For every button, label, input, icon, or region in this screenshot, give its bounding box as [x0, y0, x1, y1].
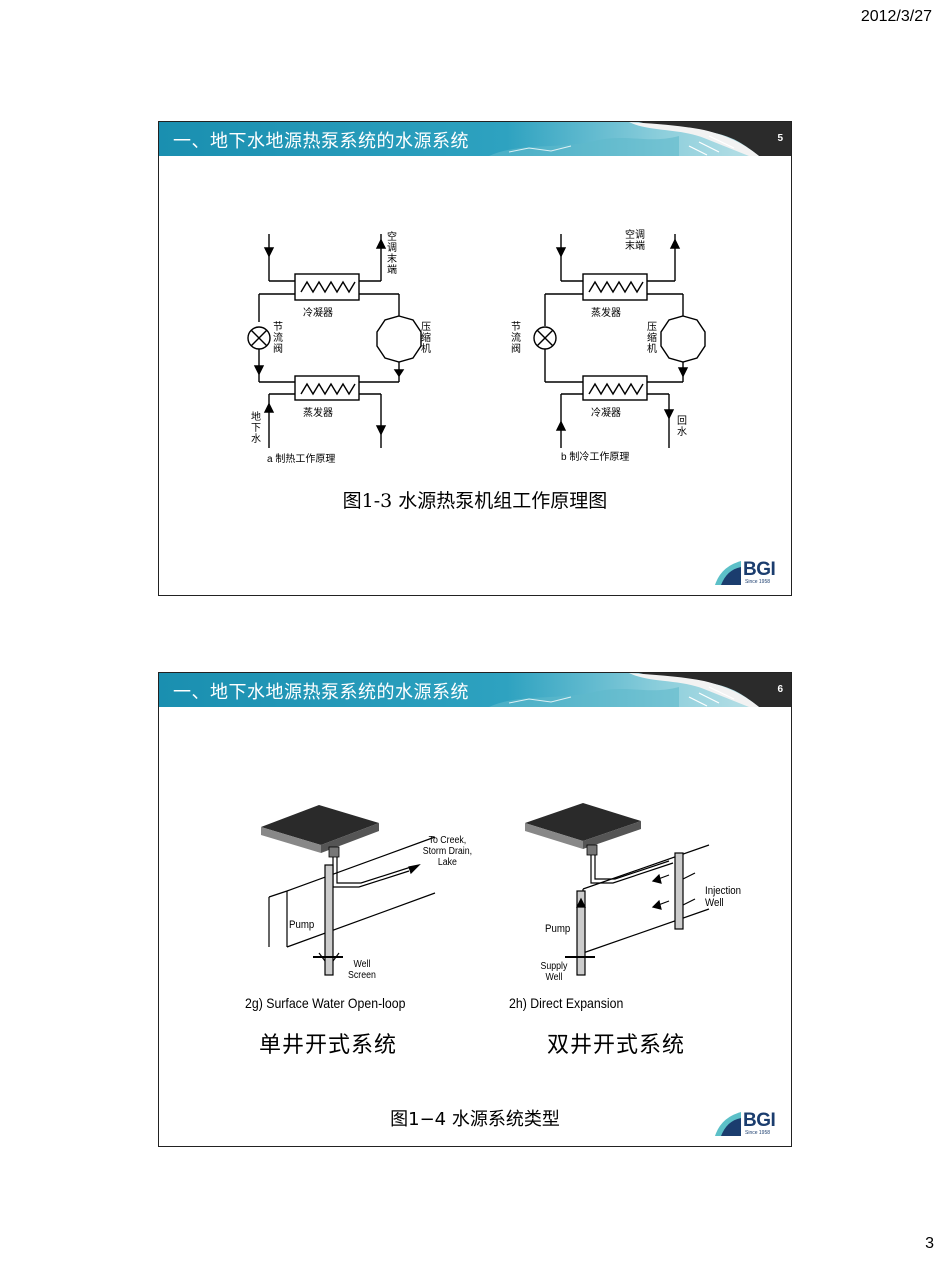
- cooling-caption: b 制冷工作原理: [561, 452, 630, 463]
- figure-caption: 图1-3 水源热泵机组工作原理图: [342, 490, 608, 512]
- well-screen-label: Well Screen: [348, 959, 376, 981]
- slide-5: 一、地下水地源热泵系统的水源系统 5: [158, 121, 792, 596]
- ac-terminal-label: 空调末端: [387, 232, 397, 276]
- logo-swoosh-icon: [715, 1112, 741, 1136]
- injection-well-label: Injection Well: [705, 885, 742, 909]
- bgi-logo: BGI Since 1958: [713, 1110, 779, 1138]
- supply-well-label: Supply Well: [540, 961, 568, 983]
- wave-decoration: [489, 673, 791, 707]
- pump-label-b: Pump: [545, 923, 571, 935]
- condenser-label: 冷凝器: [303, 308, 333, 319]
- double-well-illustration: [525, 803, 710, 976]
- compressor-label: 压缩机: [421, 322, 431, 355]
- condenser-label-b: 冷凝器: [591, 408, 621, 419]
- slide-banner: 一、地下水地源热泵系统的水源系统 6: [159, 673, 791, 707]
- slide-title: 一、地下水地源热泵系统的水源系统: [173, 131, 469, 152]
- return-water-label: 回水: [677, 416, 687, 438]
- single-well-system-label: 单井开式系统: [259, 1033, 398, 1058]
- right-figure-label: 2h) Direct Expansion: [509, 995, 624, 1011]
- single-well-illustration: [261, 805, 436, 976]
- bgi-logo: BGI Since 1958: [713, 559, 779, 587]
- heating-caption: a 制热工作原理: [267, 454, 336, 465]
- page-date: 2012/3/27: [860, 8, 932, 25]
- heating-diagram: [247, 234, 422, 448]
- ac-terminal-label-b: 空调末端: [625, 230, 645, 252]
- left-figure-label: 2g) Surface Water Open-loop: [245, 995, 406, 1011]
- groundwater-label: 地下水: [251, 412, 261, 445]
- wave-decoration: [489, 122, 791, 156]
- cooling-diagram: [533, 234, 706, 448]
- outlet-label: To Creek, Storm Drain, Lake: [422, 835, 473, 868]
- slide-title: 一、地下水地源热泵系统的水源系统: [173, 682, 469, 703]
- valve-label: 节流阀: [273, 322, 283, 355]
- pump-label: Pump: [289, 919, 315, 931]
- valve-label-b: 节流阀: [511, 322, 521, 355]
- evaporator-label: 蒸发器: [303, 408, 333, 419]
- logo-swoosh-icon: [715, 561, 741, 585]
- figure-caption: 图1−4 水源系统类型: [390, 1109, 560, 1130]
- double-well-system-label: 双井开式系统: [547, 1033, 686, 1058]
- compressor-label-b: 压缩机: [647, 322, 657, 355]
- slide-number: 6: [777, 684, 783, 695]
- slide-6: 一、地下水地源热泵系统的水源系统 6 To Creek, Storm Drain…: [158, 672, 792, 1147]
- slide-banner: 一、地下水地源热泵系统的水源系统 5: [159, 122, 791, 156]
- slide-number: 5: [777, 133, 783, 144]
- page-number: 3: [925, 1235, 934, 1252]
- evaporator-label-b: 蒸发器: [591, 308, 621, 319]
